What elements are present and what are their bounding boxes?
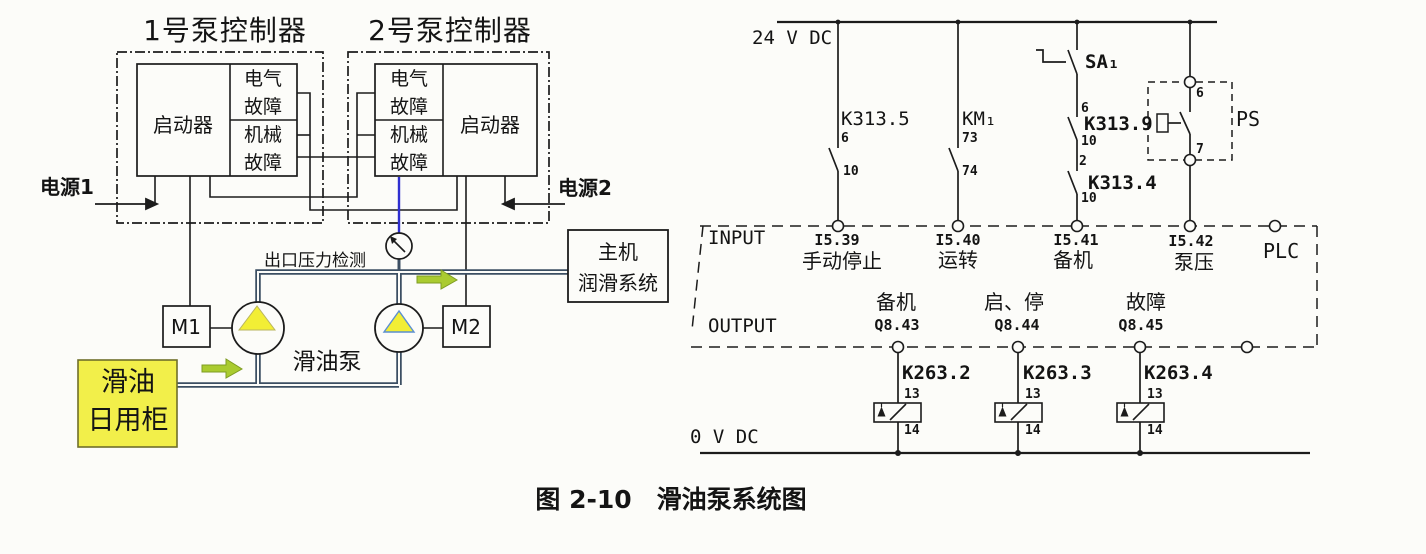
relay-k2633-terminal-bottom: 14	[1025, 423, 1041, 438]
contact-k3135-terminal-bottom: 10	[843, 164, 859, 179]
input-terminal-i540	[951, 219, 965, 233]
relay-k2632-label: K263.2	[902, 362, 971, 384]
pressure-switch-element	[1156, 113, 1169, 133]
plc-boundary-dashed	[691, 225, 1318, 348]
output-name-standby: 备机	[876, 290, 916, 314]
input-addr-i540: I5.40	[935, 231, 981, 249]
pump2-triangle	[382, 309, 416, 333]
outlet-pressure-label: 出口压力检测	[264, 251, 366, 271]
ps-terminal-bottom	[1183, 153, 1197, 167]
contact-k3134-terminal-bottom: 10	[1081, 191, 1097, 206]
io-terminal-circles	[831, 75, 1282, 354]
input-terminal-i539	[831, 219, 845, 233]
input-addr-i539: I5.39	[814, 231, 860, 249]
input-terminal-spare	[1268, 219, 1282, 233]
input-name-manual-stop: 手动停止	[802, 249, 882, 273]
output-addr-q845: Q8.45	[1118, 316, 1164, 334]
switch-sa1-label: SA₁	[1085, 51, 1120, 73]
contact-k3134-terminal-top: 2	[1079, 154, 1087, 169]
main-engine-label-line2: 润滑系统	[578, 271, 658, 295]
contact-k3139-terminal-bottom: 10	[1081, 134, 1097, 149]
input-name-running: 运转	[938, 248, 978, 272]
oil-tank-label-line2: 日用柜	[87, 405, 169, 436]
controller1-title: 1号泵控制器	[143, 14, 307, 47]
contact-km1-terminal-top: 73	[962, 131, 978, 146]
contact-k3135-label: K313.5	[841, 108, 910, 130]
suction-flow-arrow	[201, 358, 243, 379]
pipes-inner	[177, 271, 568, 386]
main-engine-box	[567, 229, 669, 303]
oil-tank-label-line1: 滑油	[101, 367, 155, 398]
pump1	[231, 301, 285, 355]
controller1-mechanical-fault-label: 机械故障	[243, 124, 282, 174]
ps-label: PS	[1236, 107, 1261, 131]
junction-dots	[835, 19, 1193, 456]
ps-terminal-top	[1183, 75, 1197, 89]
motor1-label: M1	[171, 315, 201, 339]
input-addr-i542: I5.42	[1168, 232, 1214, 250]
relay-coils	[873, 402, 1165, 423]
input-name-pump-pressure: 泵压	[1174, 250, 1214, 274]
pressure-gauge	[385, 232, 413, 271]
relay-k2634-terminal-top: 13	[1147, 387, 1163, 402]
controller2-electrical-fault-label: 电气故障	[389, 68, 428, 118]
relay-k2634-terminal-bottom: 14	[1147, 423, 1163, 438]
output-terminal-q844	[1011, 340, 1025, 354]
input-terminal-i542	[1183, 219, 1197, 233]
relay-k2633-terminal-top: 13	[1025, 387, 1041, 402]
ps-terminal-top-label: 6	[1196, 86, 1204, 101]
power2-arrow	[500, 197, 565, 211]
output-name-start-stop: 启、停	[984, 290, 1044, 314]
contact-km1-label: KM₁	[962, 108, 997, 130]
output-terminal-q845	[1133, 340, 1147, 354]
ladder-branches	[828, 22, 1191, 221]
flow-arrows	[201, 269, 458, 379]
controller-enclosure-dashdot	[116, 51, 550, 224]
input-section-label: INPUT	[708, 227, 766, 249]
controller2-mechanical-fault-label: 机械故障	[389, 124, 428, 174]
output-section-label: OUTPUT	[708, 315, 777, 337]
discharge-flow-arrow	[416, 269, 458, 290]
power1-label: 电源1	[40, 175, 94, 199]
pump2	[374, 303, 424, 353]
relay-k2633-label: K263.3	[1023, 362, 1092, 384]
output-terminal-spare	[1240, 340, 1254, 354]
input-addr-i541: I5.41	[1053, 231, 1099, 249]
relay-k2632-terminal-bottom: 14	[904, 423, 920, 438]
output-name-fault: 故障	[1126, 290, 1166, 314]
power1-arrow	[95, 197, 160, 211]
contact-k3139-label: K313.9	[1084, 113, 1153, 135]
power2-label: 电源2	[558, 176, 612, 200]
relay-k2632-terminal-top: 13	[904, 387, 920, 402]
top-bus-label: 24 V DC	[752, 27, 833, 49]
ps-terminal-bottom-label: 7	[1196, 142, 1204, 157]
contact-k3134-label: K313.4	[1088, 172, 1157, 194]
controller2-starter-label: 启动器	[460, 113, 520, 137]
ladder-rails	[700, 20, 1310, 455]
relay-k2634-label: K263.4	[1144, 362, 1213, 384]
bottom-bus-label: 0 V DC	[690, 426, 759, 448]
input-terminal-i541	[1070, 219, 1084, 233]
controller1-starter-label: 启动器	[153, 113, 213, 137]
figure-caption: 图 2-10 滑油泵系统图	[535, 485, 807, 514]
output-addr-q843: Q8.43	[874, 316, 920, 334]
controller2-title: 2号泵控制器	[368, 14, 532, 47]
pump1-triangle	[238, 305, 276, 331]
controller1-electrical-fault-label: 电气故障	[243, 68, 282, 118]
input-name-standby: 备机	[1053, 248, 1093, 272]
contact-k3135-terminal-top: 6	[841, 131, 849, 146]
contact-k3139-terminal-top: 6	[1081, 101, 1089, 116]
contact-km1-terminal-bottom: 74	[962, 164, 978, 179]
plc-label: PLC	[1263, 239, 1300, 263]
controller-cross-wiring	[154, 92, 506, 329]
motor-boxes	[162, 305, 491, 348]
main-engine-label-line1: 主机	[598, 240, 638, 264]
motor2-label: M2	[451, 315, 481, 339]
output-addr-q844: Q8.44	[994, 316, 1040, 334]
oil-daily-tank-box	[77, 359, 178, 448]
oil-pump-label: 滑油泵	[292, 349, 362, 375]
output-terminal-q843	[891, 340, 905, 354]
controller-box-dividers	[229, 64, 444, 176]
